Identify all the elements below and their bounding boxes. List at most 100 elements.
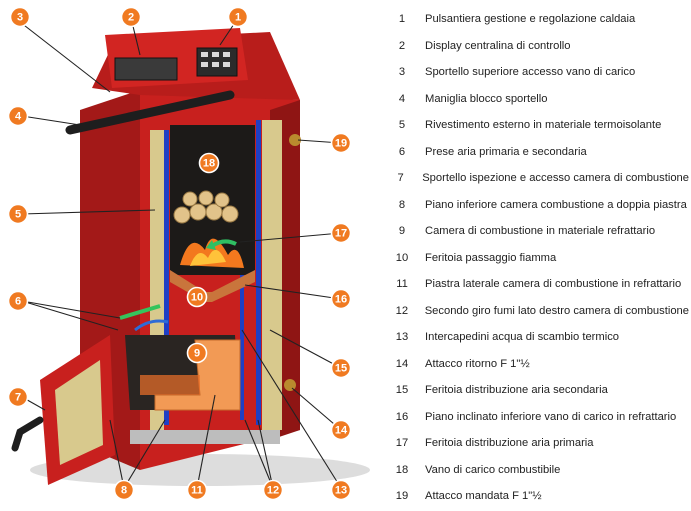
blue-air-arrow xyxy=(134,319,169,332)
callout-marker-6: 6 xyxy=(7,290,29,312)
water-jacket-divider xyxy=(240,200,244,420)
callout-number: 4 xyxy=(15,111,22,123)
callout-number: 10 xyxy=(191,292,203,304)
callout-marker-7: 7 xyxy=(7,386,29,408)
legend-label: Display centralina di controllo xyxy=(425,39,571,52)
base-plinth xyxy=(130,430,280,444)
callout-circle xyxy=(186,479,208,501)
legend-label: Prese aria primaria e secondaria xyxy=(425,145,587,158)
callout-number: 18 xyxy=(203,158,215,170)
legend-number: 12 xyxy=(395,304,409,317)
callout-marker-18: 18 xyxy=(198,152,220,174)
legend-item: 14 Attacco ritorno F 1"½ xyxy=(391,351,689,378)
callout-marker-16: 16 xyxy=(330,288,352,310)
legend-item: 18 Vano di carico combustibile xyxy=(391,457,689,484)
legend-label: Secondo giro fumi lato destro camera di … xyxy=(424,304,689,317)
callout-marker-13: 13 xyxy=(330,479,352,501)
legend-label: Attacco ritorno F 1"½ xyxy=(425,357,530,370)
door-handle-bar xyxy=(65,90,235,135)
callout-marker-8: 8 xyxy=(113,479,135,501)
callout-marker-11: 11 xyxy=(186,479,208,501)
legend-number: 9 xyxy=(398,225,406,238)
legend-number: 5 xyxy=(398,119,406,132)
callout-circle xyxy=(330,288,352,310)
callout-circle xyxy=(262,479,284,501)
legend-number: 14 xyxy=(395,357,409,370)
callout-marker-10: 10 xyxy=(186,286,208,308)
callout-number: 9 xyxy=(194,348,200,360)
legend-number: 11 xyxy=(396,278,408,291)
water-jacket-right xyxy=(256,120,261,425)
callout-circle xyxy=(198,152,220,174)
legend-number: 13 xyxy=(395,331,409,344)
return-fitting xyxy=(284,379,296,391)
control-display-screen xyxy=(114,57,178,81)
callout-circle xyxy=(186,342,208,364)
legend-number: 19 xyxy=(395,490,409,503)
callout-marker-17: 17 xyxy=(330,222,352,244)
callout-number: 3 xyxy=(17,12,23,24)
callout-circle xyxy=(330,132,352,154)
firewood-logs xyxy=(173,190,239,224)
callout-circle xyxy=(227,6,249,28)
callout-number: 16 xyxy=(335,294,347,306)
callout-number: 19 xyxy=(335,138,347,150)
legend-number: 15 xyxy=(395,384,409,397)
callout-marker-14: 14 xyxy=(330,419,352,441)
callout-number: 7 xyxy=(15,392,21,404)
callout-number: 17 xyxy=(335,228,347,240)
callout-number: 5 xyxy=(15,209,21,221)
legend-label: Piastra laterale camera di combustione i… xyxy=(425,278,682,291)
legend-number: 2 xyxy=(398,39,406,52)
callout-circle xyxy=(330,222,352,244)
legend-number: 10 xyxy=(395,251,409,264)
callout-number: 12 xyxy=(267,485,279,497)
leader-lines xyxy=(19,17,342,489)
legend-item: 11 Piastra laterale camera di combustione… xyxy=(391,271,689,298)
legend-number: 4 xyxy=(398,92,406,105)
inspection-door-inner xyxy=(55,360,103,465)
flow-fitting xyxy=(289,134,301,146)
legend-label: Feritoia distribuzione aria secondaria xyxy=(425,384,608,397)
water-jacket-left xyxy=(164,130,169,425)
callout-marker-1: 1 xyxy=(227,6,249,28)
primary-air-arrowhead xyxy=(206,240,216,250)
legend-item: 13 Intercapedini acqua di scambio termico xyxy=(391,324,689,351)
callout-circle xyxy=(330,479,352,501)
callout-marker-4: 4 xyxy=(7,105,29,127)
primary-air-arrow xyxy=(210,239,237,248)
callout-marker-3: 3 xyxy=(9,6,31,28)
legend-label: Sportello ispezione e accesso camera di … xyxy=(422,172,689,185)
legend-label: Intercapedini acqua di scambio termico xyxy=(425,331,620,344)
callout-circle xyxy=(120,6,142,28)
legend-number: 8 xyxy=(398,198,406,211)
callout-number: 14 xyxy=(335,425,348,437)
legend-number: 16 xyxy=(395,410,409,423)
legend-label: Vano di carico combustibile xyxy=(425,463,561,476)
callout-number: 6 xyxy=(15,296,21,308)
callout-marker-2: 2 xyxy=(120,6,142,28)
legend-label: Camera di combustione in materiale refra… xyxy=(425,225,656,238)
callout-circle xyxy=(9,6,31,28)
secondary-air-arrow xyxy=(119,304,161,320)
callout-number: 8 xyxy=(121,485,127,497)
legend-item: 15 Feritoia distribuzione aria secondaria xyxy=(391,377,689,404)
legend-item: 2 Display centralina di controllo xyxy=(391,33,689,60)
callout-circle xyxy=(186,286,208,308)
callout-circle xyxy=(7,105,29,127)
inspection-door-handle xyxy=(11,416,44,452)
callout-circle xyxy=(7,290,29,312)
callout-circle xyxy=(7,203,29,225)
legend-number: 18 xyxy=(395,463,409,476)
callout-marker-9: 9 xyxy=(186,342,208,364)
legend-number: 17 xyxy=(395,437,409,450)
callout-circle xyxy=(330,357,352,379)
